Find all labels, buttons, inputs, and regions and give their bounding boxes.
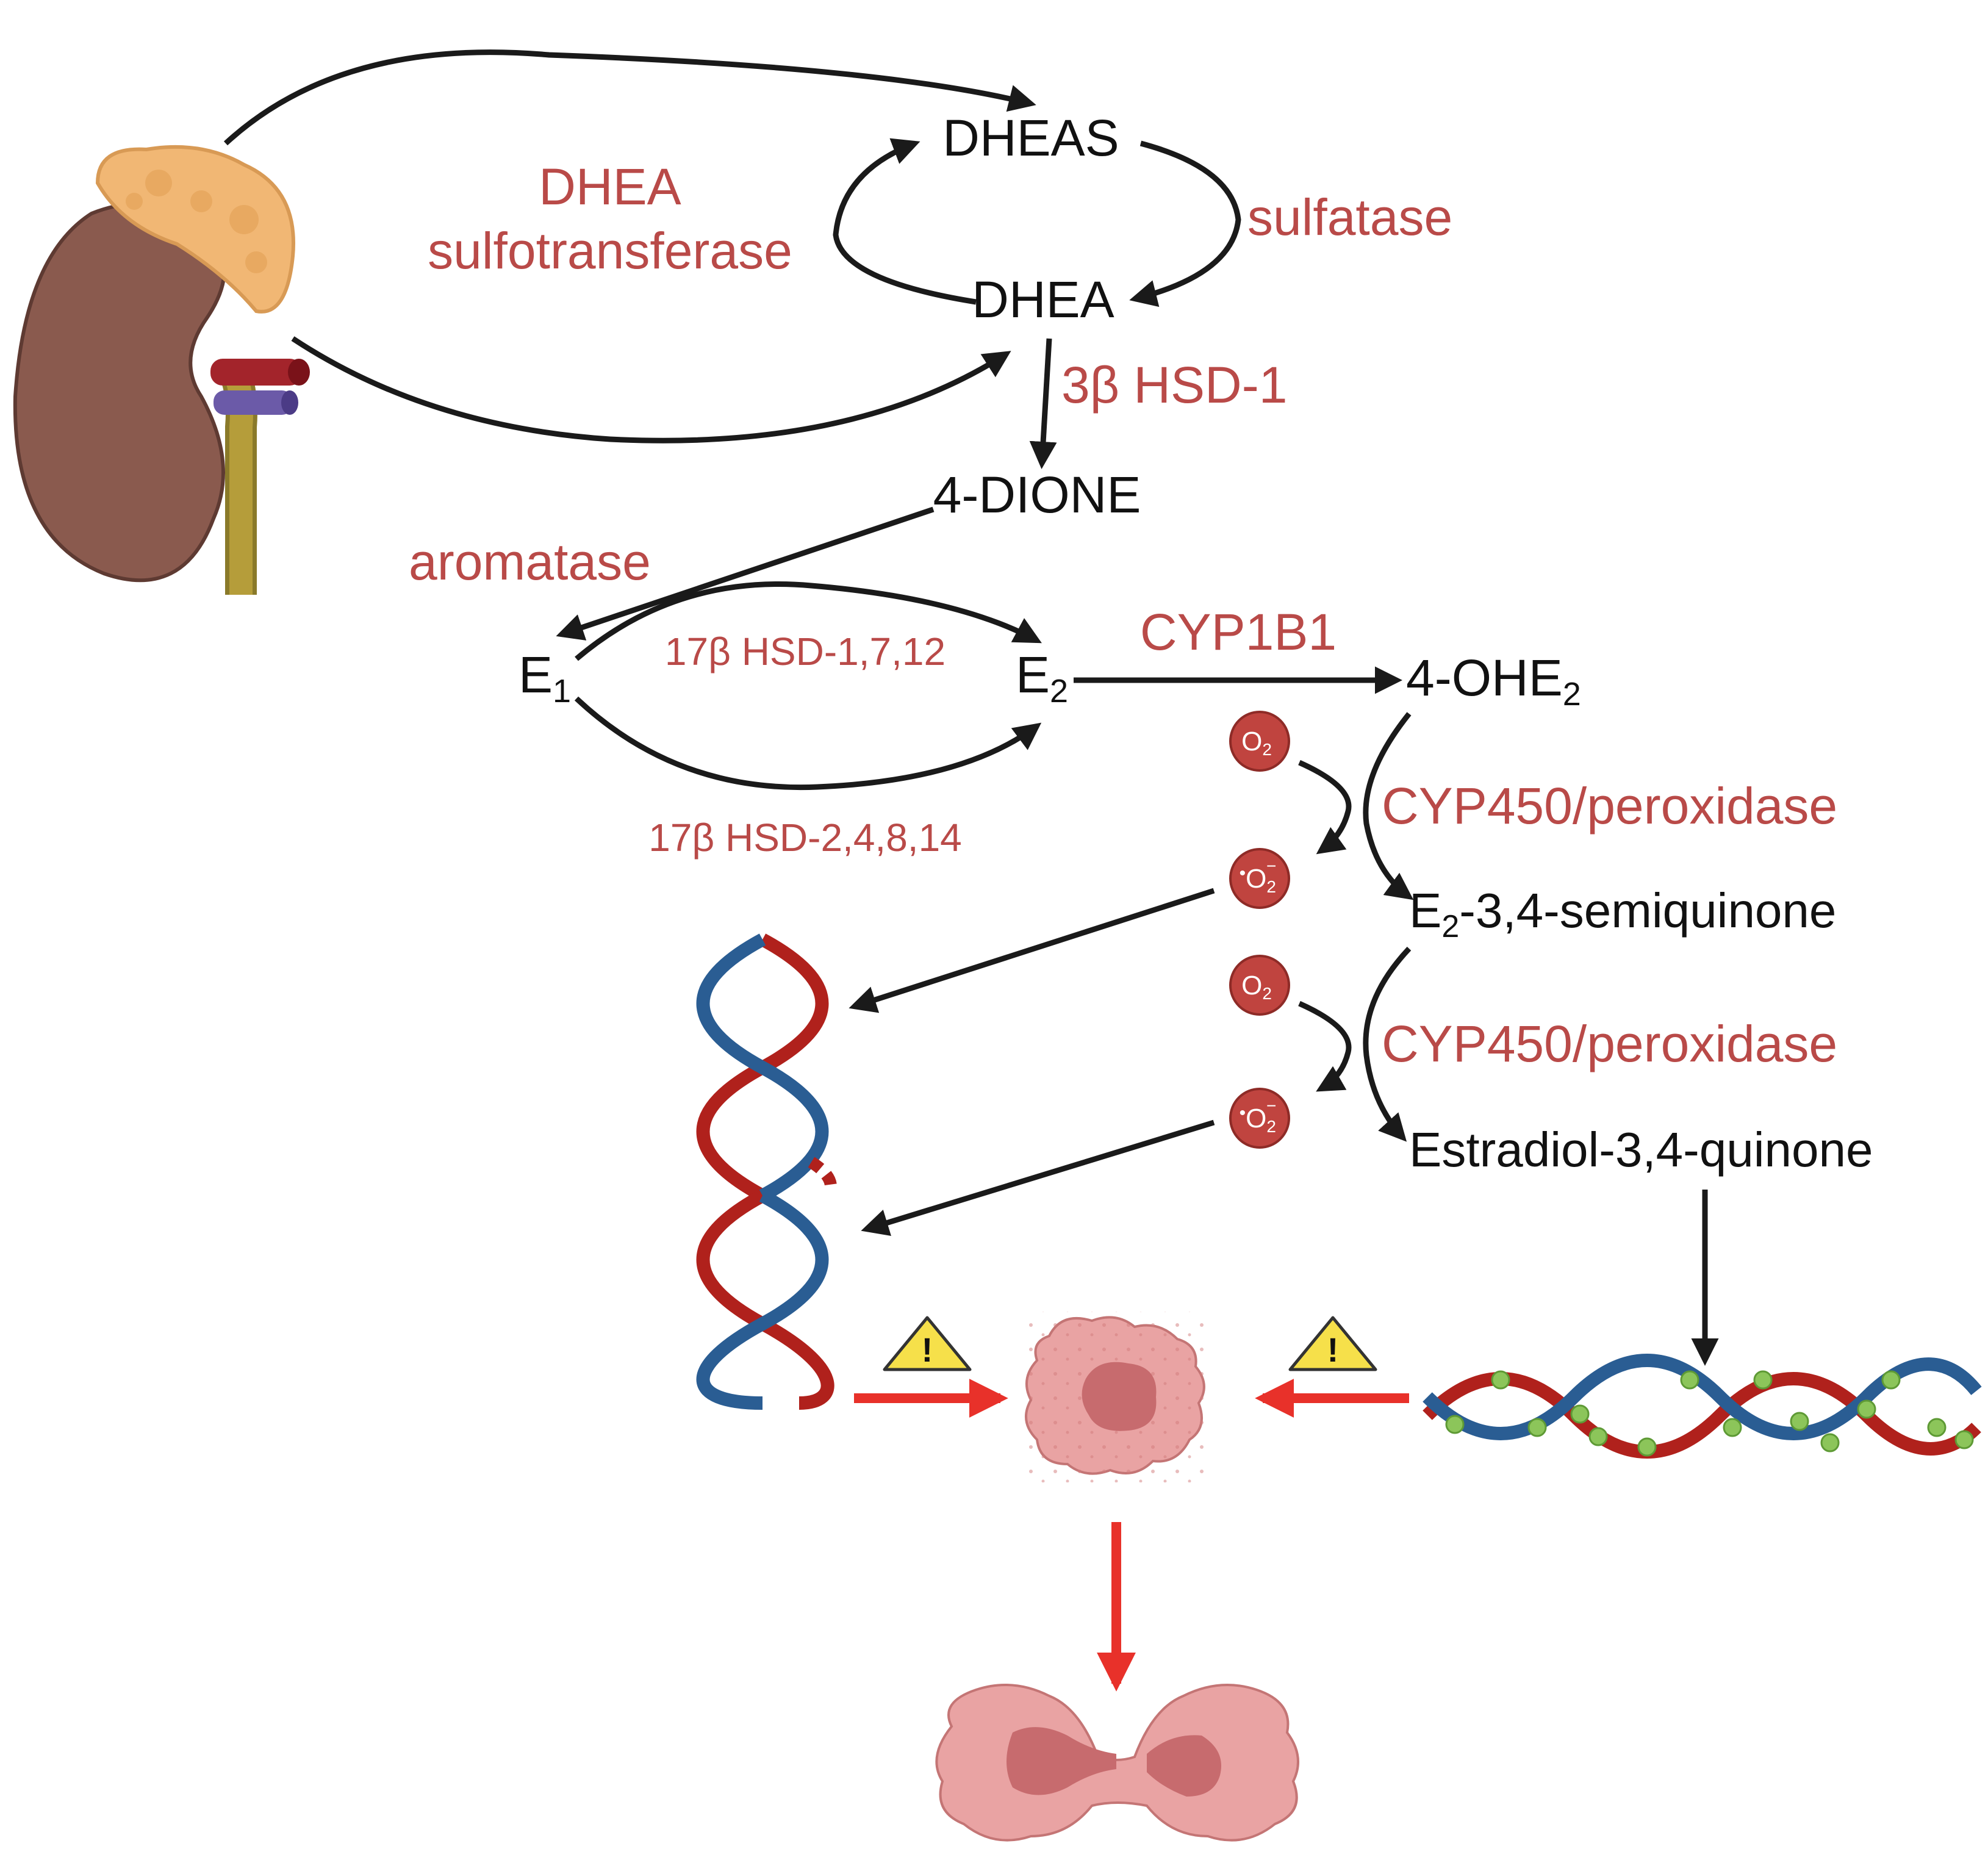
node-e2: E2 — [1016, 646, 1068, 709]
enzyme-sulfatase: sulfatase — [1247, 189, 1452, 246]
o2-to-superoxide-arrow-1 — [1298, 759, 1352, 855]
adrenal-to-dheas-arrow — [223, 49, 1036, 146]
sulfotransferase-arrow — [833, 138, 977, 305]
enzyme-aromatase: aromatase — [409, 533, 651, 591]
warning-icon: ! — [883, 1316, 972, 1371]
enzyme-cyp450-peroxidase-2: CYP450/peroxidase — [1382, 1015, 1837, 1072]
svg-text:•O2−: •O2− — [1240, 1096, 1277, 1136]
e1-to-e2-arrow — [575, 581, 1042, 661]
sulfatase-arrow — [1129, 140, 1241, 307]
kidney-adrenal-icon — [13, 145, 310, 595]
enzyme-dhea-sulfotransferase-line2: sulfotransferase — [428, 222, 792, 279]
node-4-ohe2: 4-OHE2 — [1406, 649, 1581, 713]
o2-icon: O2 — [1229, 955, 1290, 1016]
hsd3b-arrow — [1029, 338, 1057, 469]
enzyme-cyp1b1: CYP1B1 — [1140, 603, 1337, 661]
warning-symbol-2: ! — [1327, 1330, 1339, 1369]
node-dheas: DHEAS — [942, 109, 1119, 167]
superoxide-icon: •O2− — [1229, 1088, 1290, 1149]
cyp450-arrow-2 — [1363, 946, 1412, 1142]
svg-text:•O2−: •O2− — [1240, 856, 1277, 896]
enzyme-3b-hsd-1: 3β HSD-1 — [1061, 356, 1287, 414]
node-semiquinone: E2-3,4-semiquinone — [1409, 883, 1836, 944]
enzyme-17b-hsd-forward: 17β HSD-1,7,12 — [665, 630, 946, 673]
e2-to-e1-arrow — [574, 696, 1042, 791]
adrenal-to-dhea-arrow — [291, 336, 1011, 443]
node-e1: E1 — [519, 646, 571, 709]
svg-text:O2: O2 — [1241, 971, 1272, 1003]
enzyme-dhea-sulfotransferase-line1: DHEA — [539, 158, 681, 215]
superoxide-to-dna-arrow-1 — [849, 888, 1215, 1013]
dna-helix-icon — [696, 933, 837, 1410]
node-4-dione: 4-DIONE — [933, 466, 1141, 523]
o2-to-superoxide-arrow-2 — [1298, 1000, 1352, 1092]
warning-icon: ! — [1288, 1316, 1377, 1371]
superoxide-to-dna-arrow-2 — [861, 1119, 1215, 1236]
node-quinone: Estradiol-3,4-quinone — [1409, 1122, 1873, 1177]
cell-icon — [1025, 1312, 1208, 1482]
aromatase-arrow — [556, 506, 935, 641]
node-dhea: DHEA — [972, 271, 1114, 328]
o2-icon: O2 — [1229, 711, 1290, 772]
dna-adduct-icon — [1423, 1354, 1982, 1459]
enzyme-cyp450-peroxidase-1: CYP450/peroxidase — [1382, 777, 1837, 835]
warning-symbol-1: ! — [922, 1330, 933, 1369]
dividing-cell-icon — [935, 1684, 1299, 1842]
svg-text:O2: O2 — [1241, 727, 1272, 759]
enzyme-17b-hsd-reverse: 17β HSD-2,4,8,14 — [648, 816, 962, 860]
superoxide-icon: •O2− — [1229, 848, 1290, 909]
cyp450-arrow-1 — [1363, 712, 1414, 900]
